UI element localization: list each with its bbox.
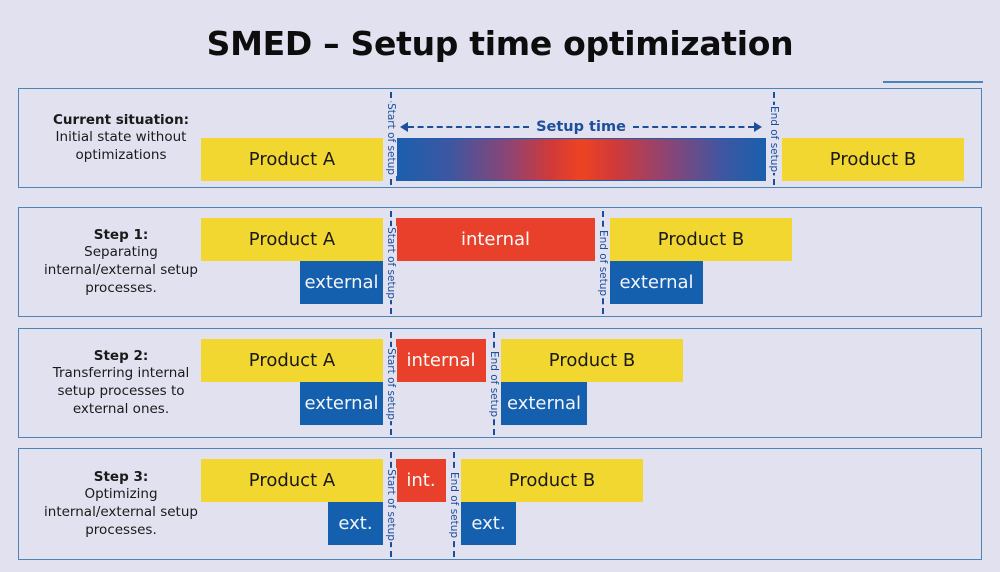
timeline-track: Product A external internal Product B ex…: [19, 208, 981, 316]
marker-start-of-setup: Start of setup: [383, 452, 399, 557]
row-label-desc-line: internal/external setup: [44, 504, 198, 521]
bar-external-left: external: [300, 382, 383, 425]
marker-end-of-setup: End of setup: [486, 332, 502, 435]
bar-product-b: Product B: [461, 459, 643, 502]
timeline-track: Product A external internal Product B ex…: [19, 329, 981, 437]
row-step-2: Step 2: Transferring internal setup proc…: [18, 328, 982, 438]
row-label-title: Step 3:: [93, 469, 149, 486]
row-label-desc-line: Transferring internal: [52, 365, 190, 382]
bar-product-a: Product A: [201, 459, 383, 502]
marker-label: Start of setup: [385, 467, 397, 542]
arrow-head-right-icon: [754, 122, 762, 132]
bar-external-right: external: [610, 261, 703, 304]
marker-label: Start of setup: [385, 225, 397, 300]
bar-internal: int.: [396, 459, 446, 502]
marker-label: End of setup: [597, 228, 609, 297]
row-label-desc-line: Separating: [84, 244, 158, 261]
bar-setup-gradient: [396, 138, 766, 181]
row-label-desc-line: internal/external setup: [44, 262, 198, 279]
row-label-step-1: Step 1: Separating internal/external set…: [27, 208, 215, 316]
bar-product-a: Product A: [201, 339, 383, 382]
marker-label: End of setup: [488, 349, 500, 418]
bar-product-b: Product B: [610, 218, 792, 261]
bar-external-left: ext.: [328, 502, 383, 545]
row-current-situation: Current situation: Initial state without…: [18, 81, 983, 188]
row-label-step-2: Step 2: Transferring internal setup proc…: [27, 329, 215, 437]
bar-internal: internal: [396, 339, 486, 382]
row-label-title: Current situation:: [53, 112, 189, 129]
marker-start-of-setup: Start of setup: [383, 211, 399, 314]
timeline-track: Product A Product B Setup time Start of …: [19, 89, 981, 187]
marker-label: Start of setup: [385, 346, 397, 421]
marker-label: Start of setup: [385, 101, 397, 176]
timeline-track: Product A ext. int. Product B ext. Start…: [19, 449, 981, 559]
row-label-desc-line: processes.: [85, 280, 157, 297]
bar-product-a: Product A: [201, 138, 383, 181]
marker-label: End of setup: [448, 470, 460, 539]
marker-end-of-setup: End of setup: [446, 452, 462, 557]
row-label-current-situation: Current situation: Initial state without…: [27, 89, 215, 187]
setup-time-label: Setup time: [536, 119, 626, 135]
bar-external-right: external: [501, 382, 587, 425]
row-label-desc-line: Optimizing: [84, 486, 158, 503]
row-label-desc-line: setup processes to: [57, 383, 185, 400]
bar-product-a: Product A: [201, 218, 383, 261]
marker-label: End of setup: [768, 104, 780, 173]
arrow-line-left: [408, 126, 530, 128]
row-label-step-3: Step 3: Optimizing internal/external set…: [27, 449, 215, 559]
bar-product-b: Product B: [782, 138, 964, 181]
arrow-line-right: [632, 126, 754, 128]
arrow-head-left-icon: [400, 122, 408, 132]
bar-product-b: Product B: [501, 339, 683, 382]
row-label-title: Step 1:: [93, 227, 149, 244]
setup-time-arrow: Setup time: [400, 118, 762, 136]
bar-external-left: external: [300, 261, 383, 304]
marker-start-of-setup: Start of setup: [383, 332, 399, 435]
page-title: SMED – Setup time optimization: [206, 24, 794, 63]
row-step-3: Step 3: Optimizing internal/external set…: [18, 448, 982, 560]
row-label-desc-line: processes.: [85, 522, 157, 539]
row-label-desc-line: optimizations: [75, 147, 167, 164]
marker-end-of-setup: End of setup: [595, 211, 611, 314]
row-label-desc-line: Initial state without: [55, 129, 187, 146]
row-step-1: Step 1: Separating internal/external set…: [18, 207, 982, 317]
bar-external-right: ext.: [461, 502, 516, 545]
marker-end-of-setup: End of setup: [766, 92, 782, 185]
row-label-desc-line: external ones.: [72, 401, 170, 418]
marker-start-of-setup: Start of setup: [383, 92, 399, 185]
row-label-title: Step 2:: [93, 348, 149, 365]
bar-internal: internal: [396, 218, 595, 261]
